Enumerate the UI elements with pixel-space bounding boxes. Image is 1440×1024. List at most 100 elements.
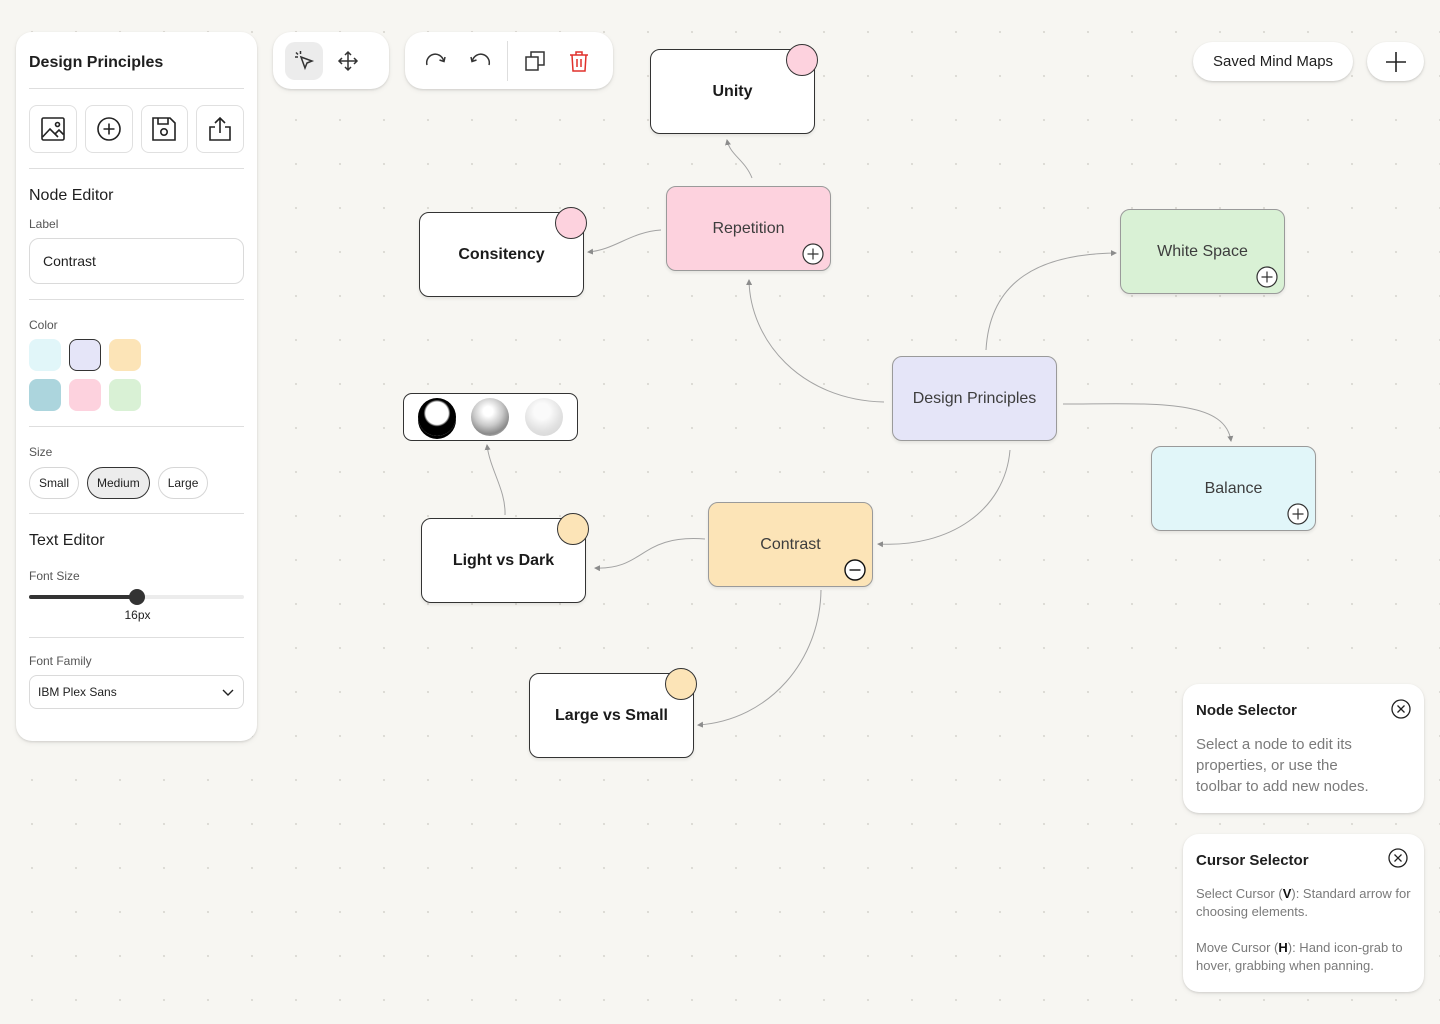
edge-repetition-consistency: [587, 229, 662, 255]
font-family-value: IBM Plex Sans: [38, 685, 117, 699]
select-cursor-button[interactable]: [285, 41, 323, 80]
cursor-selector-card: Cursor Selector Select Cursor (V): Stand…: [1183, 834, 1424, 992]
color-swatch[interactable]: [69, 379, 101, 411]
label-caption: Label: [29, 217, 59, 231]
select-cursor-icon: [295, 50, 315, 70]
color-swatch[interactable]: [29, 339, 61, 371]
node-label: White Space: [1157, 242, 1248, 260]
node-color-dot: [665, 668, 697, 700]
chevron-down-icon: [222, 689, 234, 696]
divider: [29, 299, 244, 300]
edge-design-balance: [1062, 403, 1234, 442]
sidebar-tool-row: [29, 89, 244, 168]
expand-node-button[interactable]: [802, 243, 824, 265]
plus-icon: [1385, 51, 1406, 72]
save-button[interactable]: [140, 105, 189, 153]
close-icon[interactable]: [1390, 698, 1412, 720]
move-cursor-help: Move Cursor (H): Hand icon-grab to hover…: [1196, 940, 1403, 973]
node-color-dot: [786, 44, 818, 76]
redo-button[interactable]: [417, 42, 455, 80]
image-node-spheres[interactable]: [403, 393, 578, 441]
sphere-chrome-image: [471, 398, 510, 436]
node-color-dot: [557, 513, 589, 545]
node-large-vs-small[interactable]: Large vs Small: [529, 668, 697, 758]
size-small-button[interactable]: Small: [29, 467, 80, 499]
divider: [29, 168, 244, 169]
size-medium-button[interactable]: Medium: [87, 467, 150, 499]
edge-contrast-largesmall: [697, 589, 822, 728]
expand-node-button[interactable]: [1256, 266, 1278, 288]
collapse-node-button[interactable]: [844, 559, 866, 581]
node-repetition[interactable]: Repetition: [666, 186, 831, 271]
font-size-value: 16px: [124, 608, 151, 622]
sphere-dark-image: [417, 398, 456, 436]
size-caption: Size: [29, 445, 53, 459]
duplicate-button[interactable]: [516, 42, 554, 80]
node-contrast[interactable]: Contrast: [708, 502, 873, 587]
edge-design-contrast: [877, 449, 1011, 548]
plus-circle-icon: [1287, 503, 1309, 525]
sphere-light-image: [525, 398, 564, 436]
edge-design-whitespace: [985, 250, 1117, 351]
node-label: Light vs Dark: [452, 551, 555, 569]
add-node-button[interactable]: [84, 105, 133, 153]
node-selector-title: Node Selector: [1196, 702, 1297, 719]
select-cursor-help: Select Cursor (V): Standard arrow for ch…: [1196, 886, 1411, 919]
node-label: Repetition: [712, 219, 785, 237]
text-editor-heading: Text Editor: [29, 532, 105, 549]
node-consistency[interactable]: Consitency: [419, 207, 587, 297]
edge-lightdark-spheres: [484, 444, 506, 516]
slider-thumb[interactable]: [128, 589, 145, 605]
node-label: Unity: [712, 82, 753, 100]
edge-repetition-unity: [725, 139, 753, 179]
divider: [29, 637, 244, 638]
undo-icon: [470, 52, 491, 65]
color-caption: Color: [29, 318, 58, 332]
node-label-input[interactable]: Contrast: [29, 238, 244, 284]
node-editor-heading: Node Editor: [29, 187, 114, 204]
node-design-principles[interactable]: Design Principles: [892, 356, 1057, 441]
edge-contrast-lightdark: [594, 538, 706, 572]
close-icon[interactable]: [1387, 847, 1409, 869]
node-selector-text: Select a node to edit its properties, or…: [1196, 736, 1369, 795]
node-unity[interactable]: Unity: [650, 44, 818, 134]
divider: [29, 513, 244, 514]
share-button[interactable]: [196, 105, 244, 153]
font-size-slider[interactable]: [29, 589, 244, 605]
share-icon: [209, 116, 231, 141]
node-label: Consitency: [458, 245, 545, 263]
color-swatches: [29, 339, 244, 411]
color-swatch[interactable]: [109, 379, 141, 411]
delete-button[interactable]: [560, 42, 598, 80]
node-white-space[interactable]: White Space: [1120, 209, 1285, 294]
font-family-select[interactable]: IBM Plex Sans: [29, 675, 244, 709]
node-label: Design Principles: [912, 389, 1037, 407]
node-label: Balance: [1204, 479, 1263, 497]
new-map-button[interactable]: [1367, 42, 1424, 81]
undo-button[interactable]: [461, 42, 499, 80]
expand-node-button[interactable]: [1287, 503, 1309, 525]
color-swatch[interactable]: [109, 339, 141, 371]
plus-circle-icon: [1256, 266, 1278, 288]
delete-icon: [570, 50, 588, 72]
font-size-caption: Font Size: [29, 569, 80, 583]
plus-circle-icon: [802, 243, 824, 265]
node-balance[interactable]: Balance: [1151, 446, 1316, 531]
node-label: Large vs Small: [555, 706, 668, 724]
divider: [29, 426, 244, 427]
move-cursor-button[interactable]: [329, 42, 367, 80]
image-icon: [41, 117, 65, 141]
duplicate-icon: [525, 50, 545, 71]
add-image-button[interactable]: [29, 105, 77, 153]
size-large-button[interactable]: Large: [157, 467, 209, 499]
cursor-toolbar: [273, 32, 389, 89]
sidebar-panel: Design Principles Node Editor Label Cont…: [16, 32, 257, 741]
saved-mind-maps-button[interactable]: Saved Mind Maps: [1193, 42, 1354, 81]
color-swatch[interactable]: [29, 379, 61, 411]
map-title: Design Principles: [29, 54, 164, 71]
redo-icon: [425, 52, 446, 65]
node-light-vs-dark[interactable]: Light vs Dark: [421, 513, 589, 603]
font-family-caption: Font Family: [29, 654, 92, 668]
color-swatch[interactable]: [69, 339, 101, 371]
